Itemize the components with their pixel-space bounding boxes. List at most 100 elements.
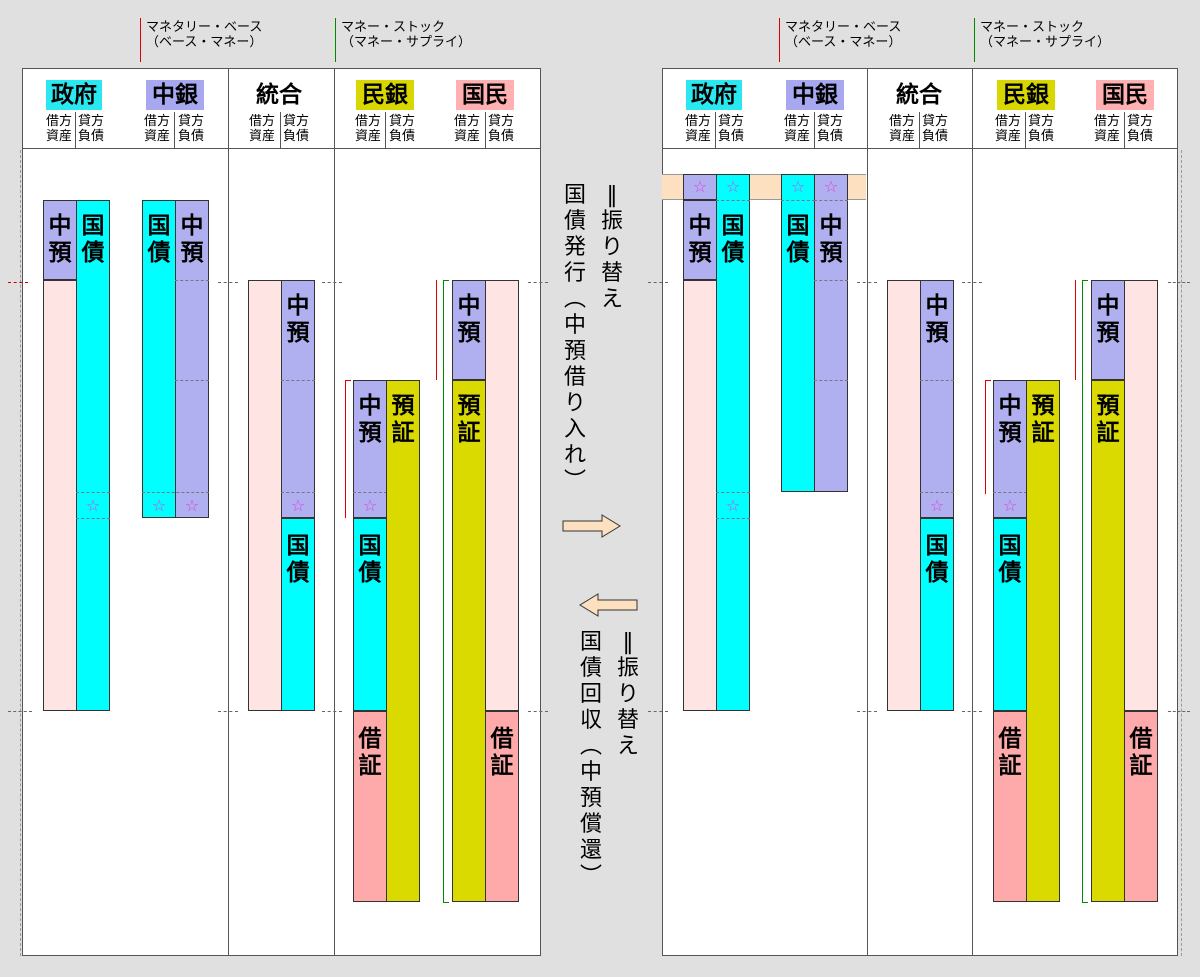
star-icon: ☆ (790, 177, 806, 196)
col-liability: 貸方 負債 (282, 114, 309, 144)
col-liability: 貸方 負債 (388, 114, 415, 144)
col-sep (174, 112, 175, 148)
public-ms-bracket (443, 902, 449, 903)
cb-sep (814, 280, 848, 281)
level-mark (218, 282, 238, 283)
col-sep (715, 112, 716, 148)
col-sep (280, 112, 281, 148)
left-edge-dash (20, 150, 21, 956)
left-arrow-icon (579, 593, 638, 617)
cons-sep (281, 380, 315, 381)
banks-header: 民銀 (356, 80, 414, 110)
right-header-divider (662, 148, 1178, 149)
cons-pale-asset (887, 280, 921, 711)
monetary-base-label: マネタリー・ベース （ベース・マネー） (785, 20, 902, 50)
col-asset: 借方 資産 (684, 114, 711, 144)
public-pale-liability (485, 280, 519, 711)
col-asset: 借方 資産 (1093, 114, 1120, 144)
col-liability: 貸方 負債 (1126, 114, 1153, 144)
level-mark (218, 711, 238, 712)
level-mark (648, 282, 668, 283)
public-pale-liability (1124, 280, 1158, 711)
banks-jgb-asset (993, 518, 1027, 711)
public-ms-bracket (1082, 902, 1088, 903)
star-icon: ☆ (151, 496, 167, 515)
banks-mb-bracket (985, 380, 991, 381)
banks-mb-bracket (985, 380, 986, 494)
star-icon: ☆ (290, 496, 306, 515)
level-mark (1168, 282, 1190, 283)
consolidated-header: 統合 (250, 80, 308, 110)
star-icon: ☆ (85, 496, 101, 515)
gov-star-asset (683, 174, 717, 200)
public-ms-bracket (443, 280, 444, 902)
banks-deposit-cert-liability (1026, 380, 1060, 902)
banks-deposit-cert-label: 預 証 (391, 393, 415, 446)
gov-sep (716, 200, 750, 201)
banks-jgb-label: 国 債 (998, 533, 1022, 586)
gov-sep (76, 518, 110, 519)
gov-jgb-label: 国 債 (81, 213, 105, 266)
cons-jgb-label: 国 債 (925, 533, 949, 586)
cons-jgb-label: 国 債 (286, 533, 310, 586)
cons-deposit-liability (920, 280, 954, 518)
star-icon: ☆ (1002, 496, 1018, 515)
cons-jgb-liability (281, 518, 315, 711)
banks-mb-bracket (345, 380, 351, 381)
star-icon: ☆ (692, 177, 708, 196)
cons-deposit-label: 中 預 (925, 293, 949, 346)
col-asset: 借方 資産 (783, 114, 810, 144)
level-mark (648, 711, 668, 712)
public-cb-deposit-asset (452, 280, 486, 380)
col-sep (1025, 112, 1026, 148)
cons-sep (920, 380, 954, 381)
public-mb-bracket (436, 280, 437, 380)
cons-pale-asset (248, 280, 282, 711)
col-asset: 借方 資産 (45, 114, 72, 144)
banks-header: 民銀 (997, 80, 1055, 110)
monetary-base-marker (779, 18, 780, 62)
gov-cb-deposit-label: 中 預 (688, 213, 712, 266)
cb-sep (142, 492, 209, 493)
level-mark (857, 711, 877, 712)
col-liability: 貸方 負債 (487, 114, 514, 144)
cb-deposit-label: 中 預 (180, 213, 204, 266)
gov-sep (716, 518, 750, 519)
level-mark (322, 282, 342, 283)
cons-deposit-label: 中 預 (286, 293, 310, 346)
cons-deposit-liability (281, 280, 315, 518)
cb-deposit-liability (175, 200, 209, 518)
cb-header: 中銀 (786, 80, 844, 110)
level-mark (857, 282, 877, 283)
cb-sep (175, 380, 209, 381)
col-liability: 貸方 負債 (177, 114, 204, 144)
banks-loan-label: 借 証 (998, 726, 1022, 779)
public-header: 国民 (1096, 80, 1154, 110)
cb-sep (814, 380, 848, 381)
public-deposit-cert-asset (1091, 380, 1125, 902)
redeem-label: 国 債 回 収 ︵ 中 預 償 還 ︶ (579, 630, 602, 889)
banks-cb-deposit-label: 中 預 (998, 393, 1022, 446)
cons-jgb-liability (920, 518, 954, 711)
consolidated-header: 統合 (890, 80, 948, 110)
col-asset: 借方 資産 (888, 114, 915, 144)
col-sep (385, 112, 386, 148)
col-sep (919, 112, 920, 148)
banks-deposit-cert-label: 預 証 (1031, 393, 1055, 446)
col-asset: 借方 資産 (453, 114, 480, 144)
cb-jgb-asset (781, 174, 815, 492)
level-mark (962, 282, 982, 283)
left-divider-2 (334, 68, 335, 956)
cb-deposit-label: 中 預 (819, 213, 843, 266)
money-stock-marker (335, 18, 336, 62)
col-asset: 借方 資産 (143, 114, 170, 144)
left-header-divider (22, 148, 541, 149)
public-cb-deposit-label: 中 預 (457, 293, 481, 346)
public-header: 国民 (456, 80, 514, 110)
public-ms-bracket (1082, 280, 1088, 281)
star-icon: ☆ (929, 496, 945, 515)
cb-jgb-label: 国 債 (147, 213, 171, 266)
left-divider-1 (228, 68, 229, 956)
public-loan-liability (1124, 711, 1158, 902)
level-mark (1168, 711, 1190, 712)
